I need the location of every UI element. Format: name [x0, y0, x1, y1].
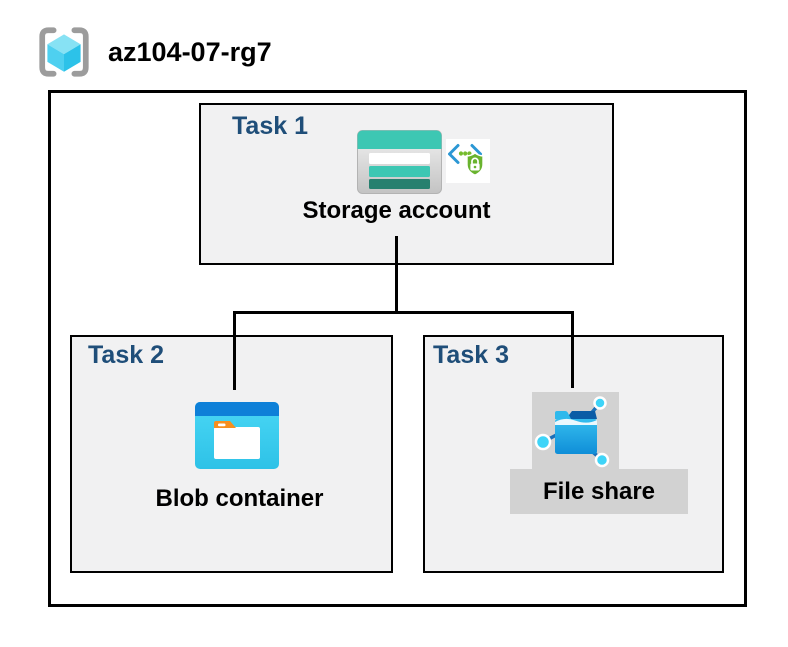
file-share-icon-highlight: [532, 392, 619, 469]
connector-storage-down: [395, 236, 398, 313]
task1-label: Task 1: [232, 112, 308, 140]
resource-group-icon: [39, 27, 89, 77]
file-share-label: File share: [510, 469, 688, 514]
task2-box: Task 2 Blob container: [70, 335, 393, 573]
connector-to-file-share: [571, 311, 574, 388]
connector-horizontal: [233, 311, 574, 314]
storage-account-label: Storage account: [302, 197, 491, 224]
storage-account-icon: [357, 130, 442, 194]
resource-group-title: az104-07-rg7: [108, 37, 272, 67]
blob-container-icon: [195, 402, 279, 469]
blob-container-label: Blob container: [155, 485, 324, 512]
task2-label: Task 2: [88, 341, 164, 369]
task1-box: Task 1 Storage account: [199, 103, 614, 265]
task3-label: Task 3: [433, 341, 509, 369]
connector-to-blob-container: [233, 311, 236, 390]
file-share-icon: [534, 396, 610, 468]
private-endpoint-icon: [446, 139, 490, 183]
